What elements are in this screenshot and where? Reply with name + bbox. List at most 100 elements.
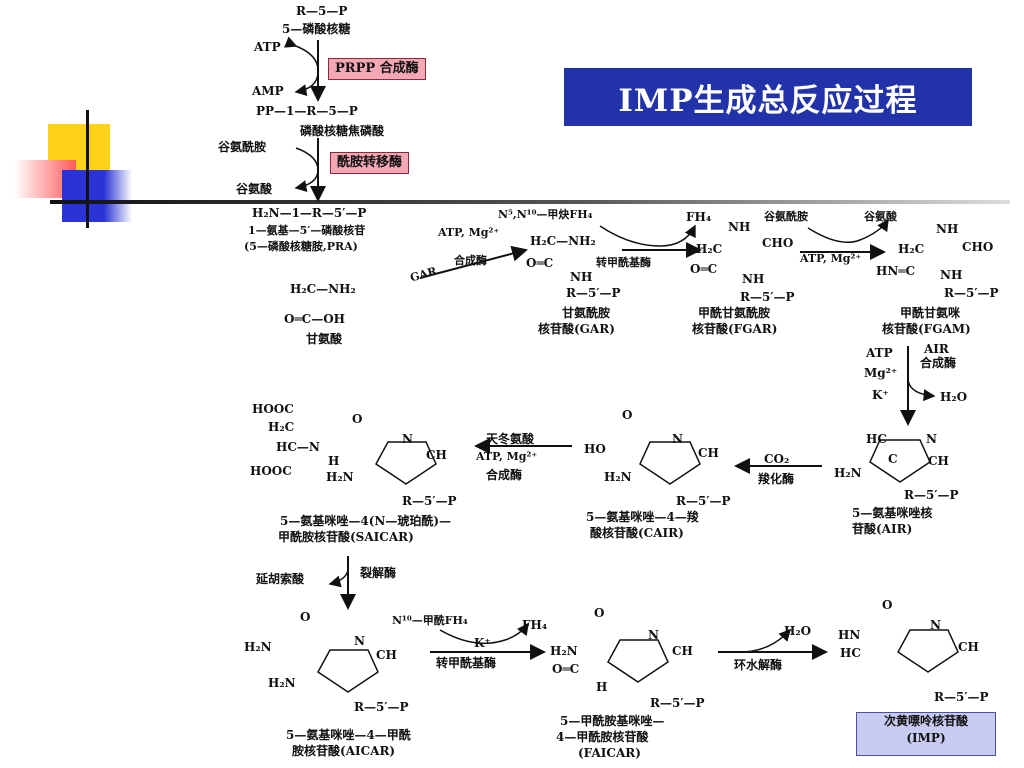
atp-mg-label-3: ATP, Mg²⁺ <box>476 450 538 463</box>
imp-r: R—5′—P <box>934 690 989 704</box>
air-name2: 苷酸(AIR) <box>852 522 913 536</box>
r5p-name: 5—磷酸核糖 <box>282 22 351 36</box>
imp-ch: CH <box>958 640 979 654</box>
aicar-name2: 胺核苷酸(AICAR) <box>292 744 396 758</box>
cyclohydrolase-label: 环水解酶 <box>734 658 783 672</box>
imp-name2: (IMP) <box>906 731 946 745</box>
cair-r: R—5′—P <box>676 494 731 508</box>
cair-h2n: H₂N <box>604 470 632 484</box>
air-step-h2o: H₂O <box>940 390 968 404</box>
faicar-h: H <box>596 680 608 694</box>
page-title: IMP生成总反应过程 <box>564 68 972 126</box>
cair-name2: 酸核苷酸(CAIR) <box>590 526 684 540</box>
gar-struct-3: NH <box>570 270 593 284</box>
glycine-name: 甘氨酸 <box>306 332 343 346</box>
prpp-synthase-box: PRPP 合成酶 <box>328 58 426 80</box>
cair-n: N <box>672 432 683 446</box>
glutamate-label-2: 谷氨酸 <box>864 210 897 223</box>
air-r: R—5′—P <box>904 488 959 502</box>
air-synthetase-b: 合成酶 <box>920 356 957 370</box>
aicar-ch: CH <box>376 648 397 662</box>
gar-name1: 甘氨酰胺 <box>562 306 611 320</box>
transformylase-label-2: 转甲酰基酶 <box>436 656 497 670</box>
transformylase-label: 转甲酰基酶 <box>596 256 651 269</box>
fgam-cho: CHO <box>962 240 994 254</box>
fgam-h2c: H₂C <box>898 242 925 256</box>
air-synthetase-a: AIR <box>924 342 949 356</box>
air-step-mg: Mg²⁺ <box>864 366 898 380</box>
prpp-formula: PP—1—R—5—P <box>256 104 358 118</box>
n10-formyl-label: N¹⁰—甲酰FH₄ <box>392 614 468 627</box>
fgar-nh: NH <box>728 220 751 234</box>
deco-horizontal-line <box>50 200 1010 204</box>
gar-struct-4: R—5′—P <box>566 286 621 300</box>
cair-ch: CH <box>698 446 719 460</box>
saicar-h2n: H₂N <box>326 470 354 484</box>
gar-struct-1: H₂C—NH₂ <box>530 234 596 248</box>
saicar-hooc2: HOOC <box>250 464 292 478</box>
imp-name1: 次黄嘌呤核苷酸 <box>883 714 968 728</box>
aicar-h2n-top: H₂N <box>244 640 272 654</box>
faicar-oc: O═C <box>552 662 580 676</box>
saicar-hc: HC—N <box>276 440 320 454</box>
saicar-synthetase-label: 合成酶 <box>486 468 523 482</box>
faicar-o: O <box>594 606 605 620</box>
fgam-name1: 甲酰甘氨咪 <box>900 306 961 320</box>
fh4-label-2: FH₄ <box>522 618 548 632</box>
fumarate-label: 延胡索酸 <box>256 572 305 586</box>
saicar-name1: 5—氨基咪唑—4(N—琥珀酰)— <box>280 514 452 528</box>
atp-label: ATP <box>254 40 281 54</box>
imp-hn: HN <box>838 628 861 642</box>
faicar-n: N <box>648 628 659 642</box>
faicar-name3: (FAICAR) <box>578 746 641 760</box>
h2o-label-2: H₂O <box>784 624 812 638</box>
fgam-hn: HN═C <box>876 264 916 278</box>
air-ch: CH <box>928 454 949 468</box>
gar-struct-2: O═C <box>526 256 554 270</box>
pra-name2: (5—磷酸核糖胺,PRA) <box>244 240 358 253</box>
aicar-h2n-bot: H₂N <box>268 676 296 690</box>
aicar-name1: 5—氨基咪唑—4—甲酰 <box>286 728 411 742</box>
k-label-2: K⁺ <box>474 636 491 650</box>
fgar-nh2: NH <box>742 272 765 286</box>
pra-name1: 1—氨基—5′—磷酸核苷 <box>248 224 366 237</box>
fgam-name2: 核苷酸(FGAM) <box>882 322 971 336</box>
fgar-cho: CHO <box>762 236 794 250</box>
faicar-name2: 4—甲酰胺核苷酸 <box>556 730 649 744</box>
faicar-name1: 5—甲酰胺基咪唑— <box>560 714 665 728</box>
fgam-nh: NH <box>936 222 959 236</box>
air-step-atp: ATP <box>866 346 893 360</box>
lyase-label: 裂解酶 <box>360 566 397 580</box>
pra-formula: H₂N—1—R—5′—P <box>252 206 367 220</box>
fgam-nh2: NH <box>940 268 963 282</box>
imp-product-box: 次黄嘌呤核苷酸 (IMP) <box>856 712 996 756</box>
air-h2n: H₂N <box>834 466 862 480</box>
amp-label: AMP <box>252 84 284 98</box>
saicar-n: N <box>402 432 413 446</box>
faicar-r: R—5′—P <box>650 696 705 710</box>
aicar-n: N <box>354 634 365 648</box>
air-name1: 5—氨基咪唑核 <box>852 506 933 520</box>
n5n10-label: N⁵,N¹⁰—甲炔FH₄ <box>498 208 593 221</box>
air-step-k: K⁺ <box>872 388 889 402</box>
cair-o: O <box>622 408 633 422</box>
aicar-r: R—5′—P <box>354 700 409 714</box>
imp-hc: HC <box>840 646 861 660</box>
saicar-hooc1: HOOC <box>252 402 294 416</box>
imp-o: O <box>882 598 893 612</box>
air-hc: HC <box>866 432 887 446</box>
fgar-oc: O═C <box>690 262 718 276</box>
saicar-h2c: H₂C <box>268 420 295 434</box>
gar-enzyme-b: 合成酶 <box>454 254 487 267</box>
aspartate-label: 天冬氨酸 <box>486 432 535 446</box>
cair-ho: HO <box>584 442 606 456</box>
saicar-o: O <box>352 412 363 426</box>
fgar-r: R—5′—P <box>740 290 795 304</box>
glycine-top: H₂C—NH₂ <box>290 282 356 296</box>
glutamate-label: 谷氨酸 <box>236 182 273 196</box>
atp-mg-label: ATP, Mg²⁺ <box>438 226 500 239</box>
faicar-ch: CH <box>672 644 693 658</box>
co2-label: CO₂ <box>764 452 790 466</box>
